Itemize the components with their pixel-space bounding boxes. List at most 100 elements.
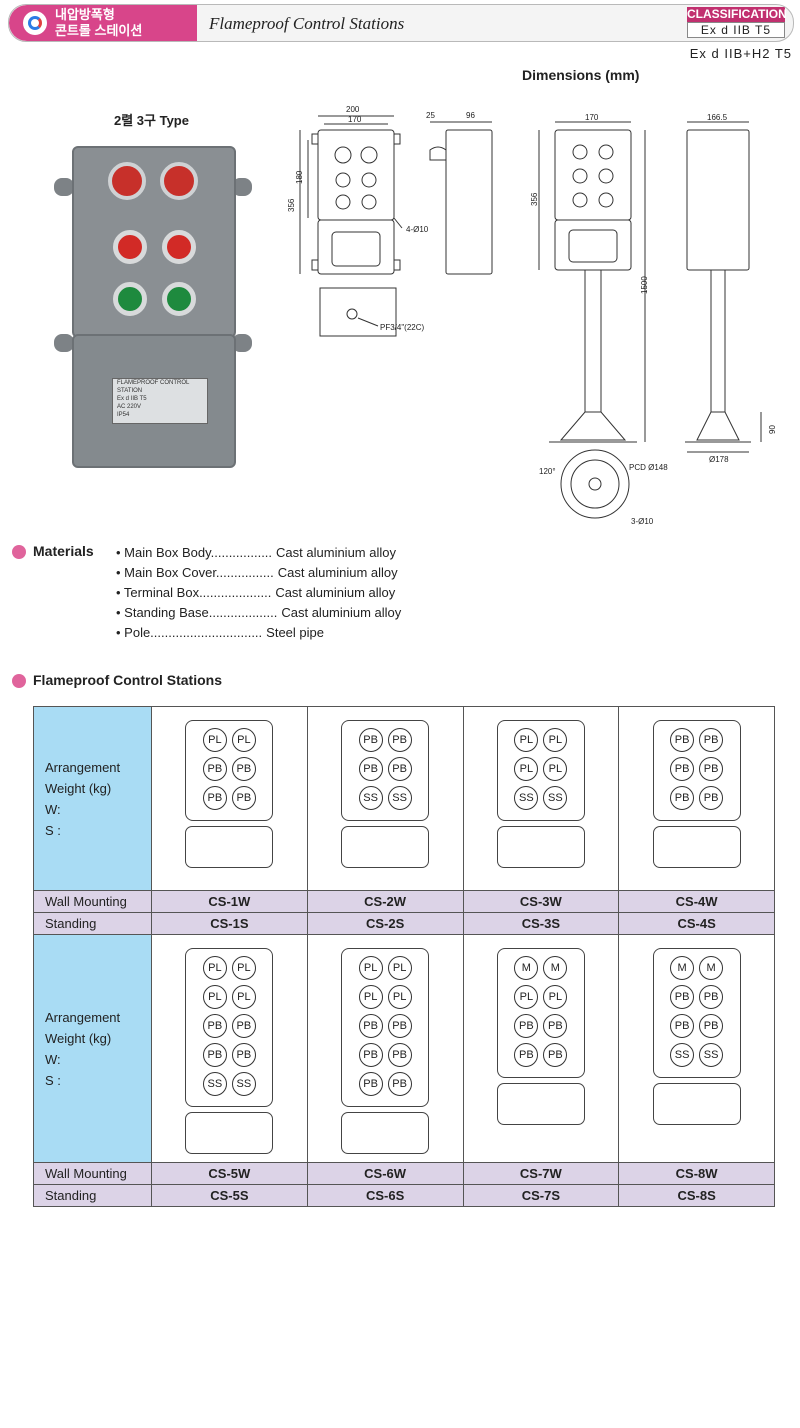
standing-label: Standing bbox=[33, 912, 152, 935]
list-item: • Pole...............................Ste… bbox=[116, 625, 324, 640]
row-label: Arrangement Weight (kg) W: S : bbox=[33, 706, 152, 891]
component-symbol: PL bbox=[543, 757, 568, 781]
wall-mounting-label: Wall Mounting bbox=[33, 1162, 152, 1185]
svg-text:170: 170 bbox=[348, 115, 362, 124]
component-symbol: PB bbox=[670, 757, 695, 781]
page-title: Flameproof Control Stations bbox=[209, 14, 405, 33]
model-code: CS-3S bbox=[462, 912, 620, 935]
svg-text:1500: 1500 bbox=[640, 276, 649, 294]
model-code: CS-3W bbox=[462, 890, 620, 913]
standing-label: Standing bbox=[33, 1184, 152, 1207]
standing-drawing: 170 166.5 356 1500 90 Ø178 120° PCD Ø148… bbox=[530, 113, 777, 526]
model-code: CS-1W bbox=[151, 890, 308, 913]
svg-text:3-Ø10: 3-Ø10 bbox=[631, 517, 654, 526]
bullet-icon bbox=[12, 674, 26, 688]
component-symbol: PB bbox=[358, 728, 383, 752]
component-symbol: M bbox=[514, 956, 539, 980]
svg-text:166.5: 166.5 bbox=[707, 113, 728, 122]
component-symbol: PB bbox=[202, 757, 227, 781]
push-button-red bbox=[162, 230, 196, 264]
component-symbol: PB bbox=[231, 757, 256, 781]
korean-title-line1: 내압방폭형 bbox=[55, 7, 115, 22]
classification-box: CLASSIFICATION Ex d IIB T5 bbox=[687, 7, 787, 39]
terminal-box-diagram bbox=[496, 826, 585, 868]
component-symbol: PL bbox=[202, 956, 227, 980]
classification-value: Ex d IIB T5 bbox=[687, 22, 785, 38]
terminal-box-diagram bbox=[496, 1083, 585, 1125]
list-item: • Main Box Body.................Cast alu… bbox=[116, 545, 396, 560]
wall-mounting-label: Wall Mounting bbox=[33, 890, 152, 913]
component-symbol: SS bbox=[231, 1072, 256, 1096]
component-symbol: PB bbox=[699, 985, 724, 1009]
list-item: • Standing Base...................Cast a… bbox=[116, 605, 402, 620]
svg-text:Ø178: Ø178 bbox=[709, 455, 729, 464]
component-symbol: PB bbox=[514, 1014, 539, 1038]
component-symbol: PL bbox=[231, 728, 256, 752]
component-symbol: PL bbox=[387, 985, 412, 1009]
component-symbol: M bbox=[699, 956, 724, 980]
svg-text:200: 200 bbox=[346, 105, 360, 114]
model-code: CS-5W bbox=[151, 1162, 308, 1185]
model-code: CS-8S bbox=[618, 1184, 775, 1207]
component-symbol: PB bbox=[387, 1072, 412, 1096]
model-code: CS-7W bbox=[462, 1162, 620, 1185]
component-symbol: PB bbox=[358, 1014, 383, 1038]
svg-text:PCD Ø148: PCD Ø148 bbox=[629, 463, 668, 472]
svg-text:180: 180 bbox=[295, 170, 304, 184]
component-symbol: PB bbox=[202, 1014, 227, 1038]
component-symbol: SS bbox=[387, 786, 412, 810]
component-symbol: PB bbox=[699, 1014, 724, 1038]
model-code: CS-2W bbox=[306, 890, 464, 913]
list-item: • Main Box Cover................Cast alu… bbox=[116, 565, 398, 580]
component-symbol: PL bbox=[202, 985, 227, 1009]
terminal-box-diagram bbox=[652, 1083, 741, 1125]
component-symbol: M bbox=[543, 956, 568, 980]
model-code: CS-4W bbox=[618, 890, 775, 913]
component-symbol: SS bbox=[699, 1043, 724, 1067]
component-symbol: SS bbox=[202, 1072, 227, 1096]
component-symbol: PL bbox=[231, 985, 256, 1009]
model-code: CS-4S bbox=[618, 912, 775, 935]
component-symbol: PL bbox=[387, 956, 412, 980]
component-symbol: PL bbox=[358, 956, 383, 980]
component-symbol: PL bbox=[202, 728, 227, 752]
component-symbol: PL bbox=[543, 728, 568, 752]
classification-label: CLASSIFICATION bbox=[687, 7, 787, 22]
component-symbol: PB bbox=[202, 1043, 227, 1067]
push-button-green bbox=[162, 282, 196, 316]
component-symbol: PL bbox=[358, 985, 383, 1009]
component-symbol: SS bbox=[543, 786, 568, 810]
model-code: CS-5S bbox=[151, 1184, 308, 1207]
svg-text:4-Ø10: 4-Ø10 bbox=[406, 225, 429, 234]
type-title: 2렬 3구 Type bbox=[114, 113, 189, 128]
component-symbol: SS bbox=[514, 786, 539, 810]
component-symbol: PB bbox=[670, 1014, 695, 1038]
model-code: CS-2S bbox=[306, 912, 464, 935]
model-code: CS-6S bbox=[306, 1184, 464, 1207]
